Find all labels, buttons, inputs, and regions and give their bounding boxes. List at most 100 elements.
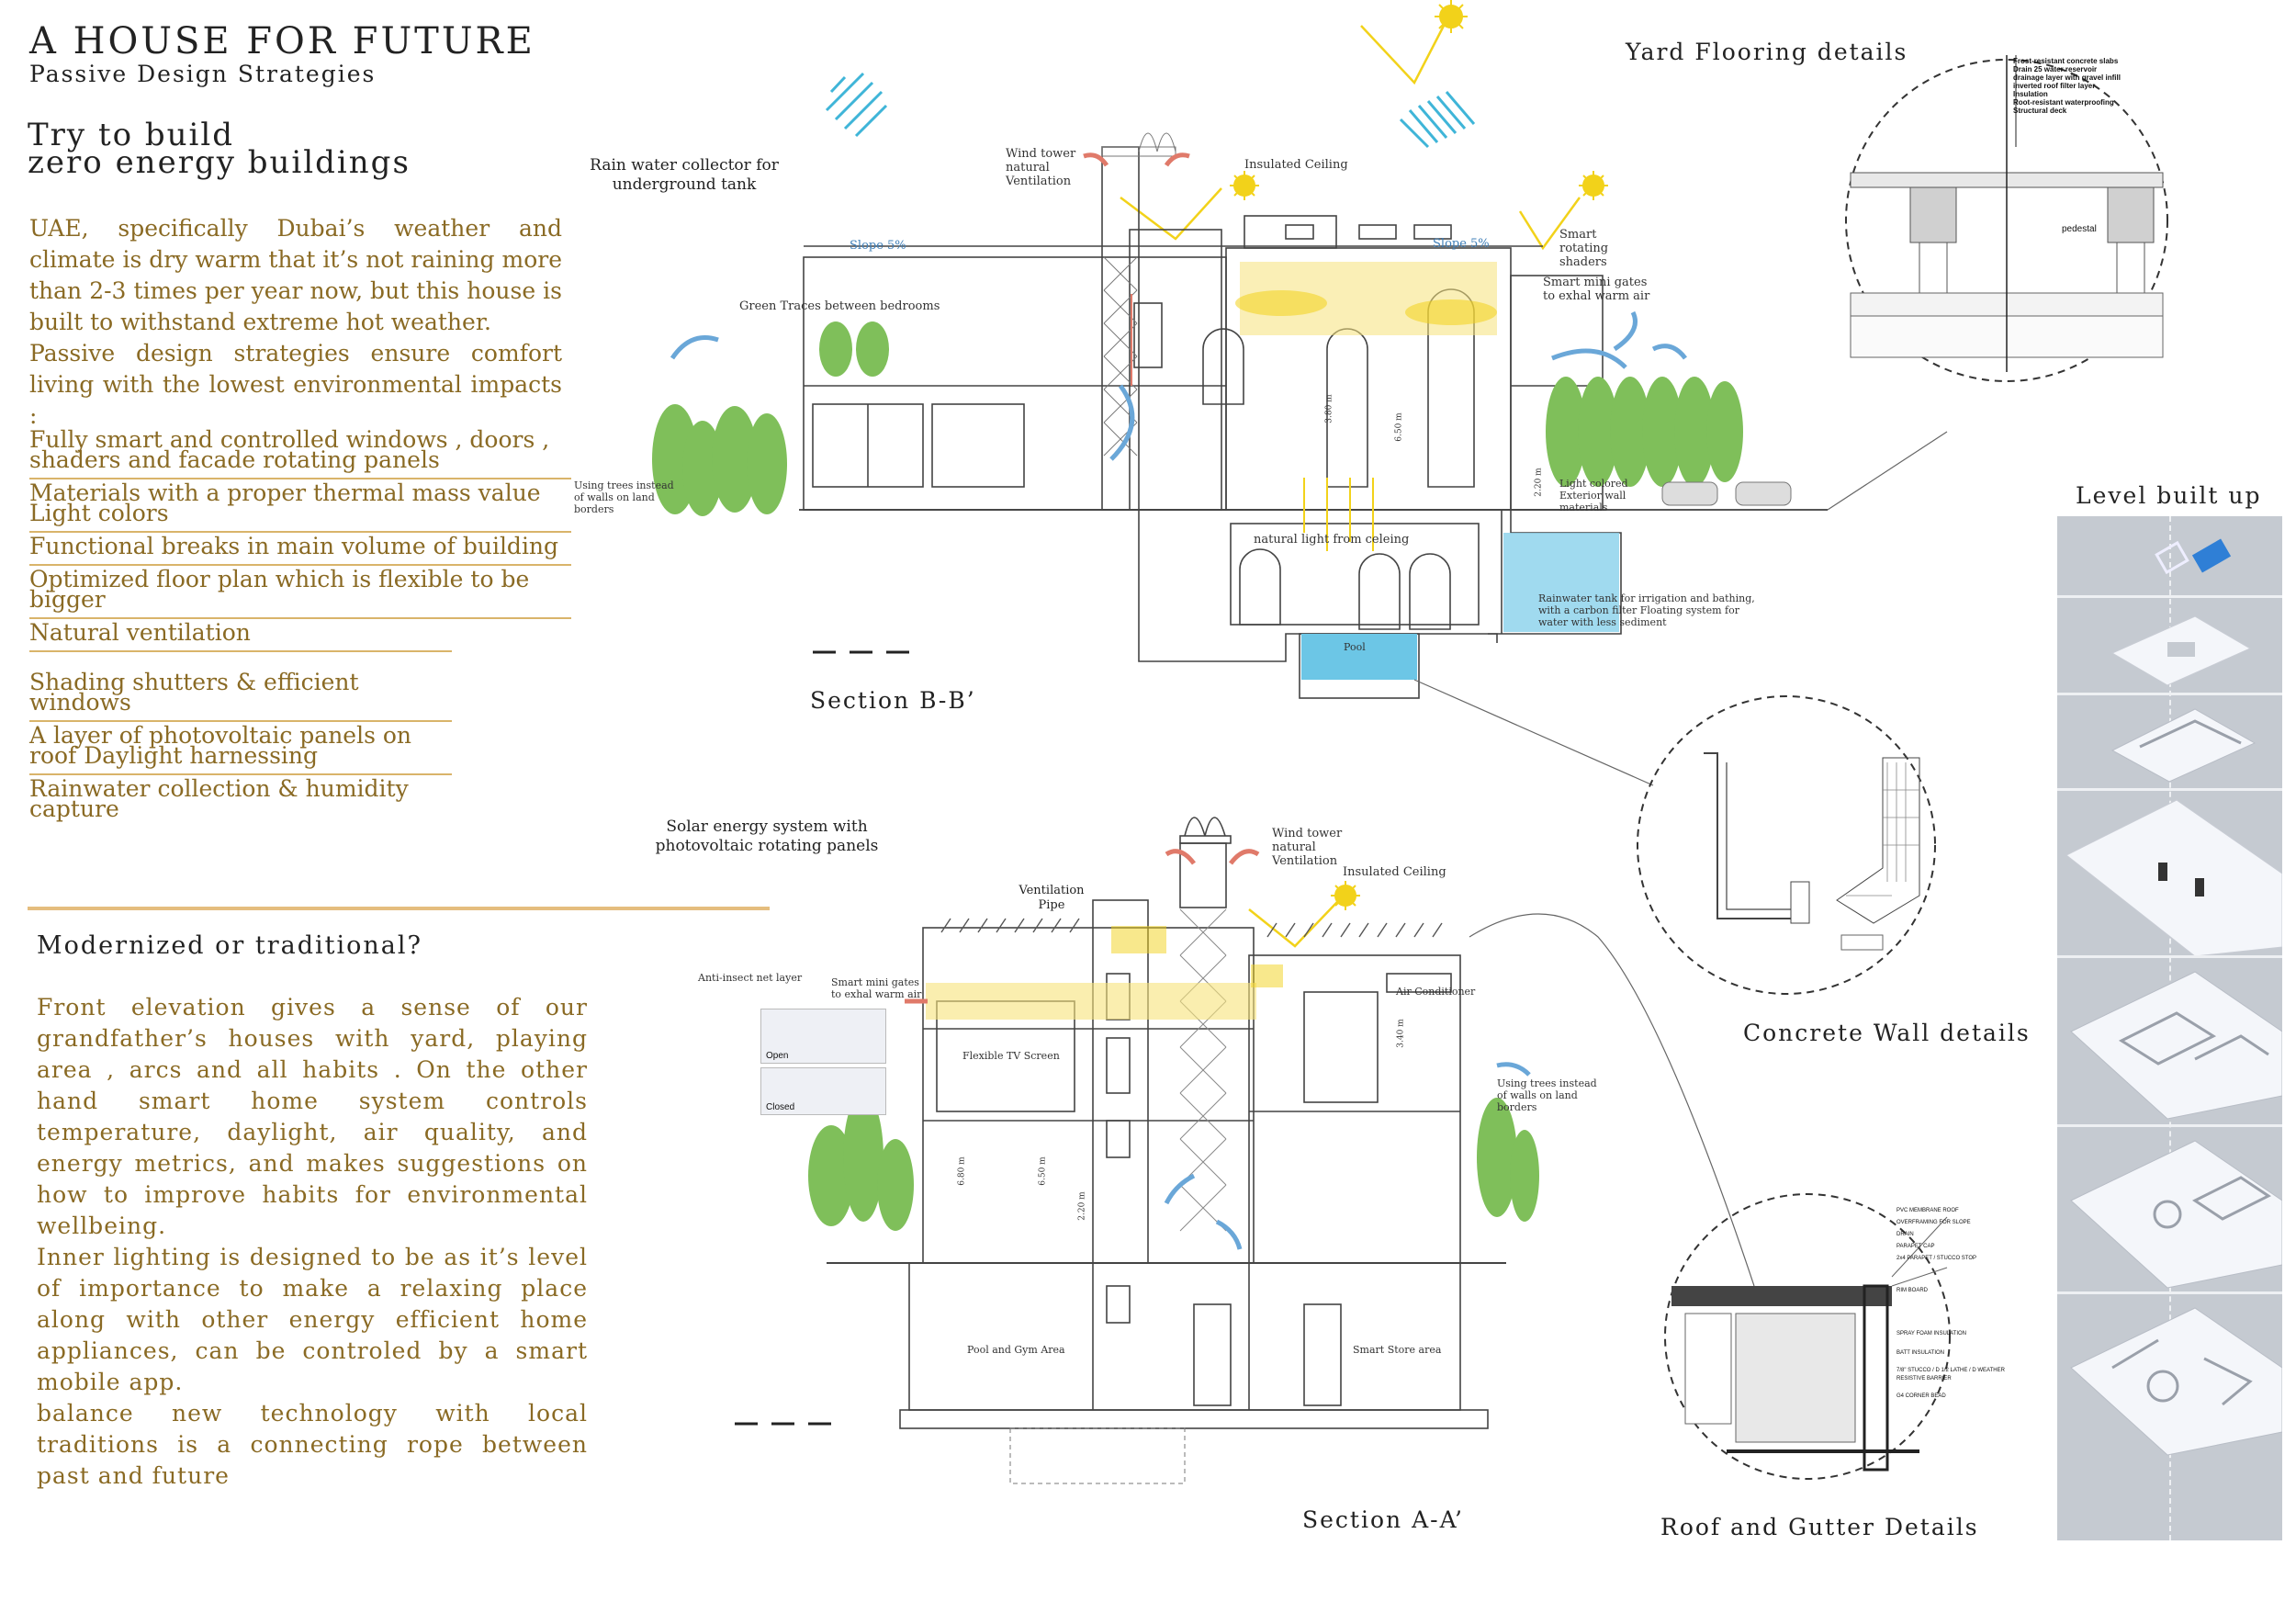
- essay-paragraph-1: Front elevation gives a sense of our gra…: [37, 994, 588, 1239]
- tree-icon: [808, 1093, 1539, 1231]
- roof-note: OVERFRAMING FOR SLOPE: [1896, 1220, 1971, 1225]
- rain-tank: [1503, 533, 1619, 632]
- yard-note: inverted roof filter layer: [2013, 82, 2096, 90]
- strategy-item: Natural ventilation: [29, 619, 452, 652]
- strategy-item: Optimized floor plan which is flexible t…: [29, 566, 571, 619]
- roof-note: 2x4 PARAPET / STUCCO STOP: [1896, 1256, 1977, 1261]
- strategy-item: Functional breaks in main volume of buil…: [29, 533, 571, 566]
- aa-mini-gates-label: Smart mini gates to exhal warm air: [831, 976, 922, 1000]
- headline: Try to build zero energy buildings: [28, 117, 411, 181]
- level-built-up-title: Level built up: [2076, 482, 2262, 509]
- level-step-6: [2057, 1124, 2283, 1292]
- roof-note: RIM BOARD: [1896, 1288, 1929, 1293]
- strategy-item: A layer of photovoltaic panels on roof D…: [29, 722, 452, 775]
- roof-note: PVC MEMBRANE ROOF: [1896, 1208, 1959, 1213]
- strategy-item: Materials with a proper thermal mass val…: [29, 479, 571, 533]
- roof-note: SPRAY FOAM INSULATION: [1896, 1331, 1967, 1336]
- sun-icon: [1230, 171, 1259, 200]
- yard-flooring-detail: [1845, 55, 2168, 382]
- pv-panel-icon: [940, 918, 1443, 938]
- yard-flooring-notes: Frost-resistant concrete slabs Drain 25 …: [2013, 57, 2151, 115]
- strategy-item: Fully smart and controlled windows , doo…: [29, 426, 571, 479]
- yard-note: Insulation: [2013, 90, 2048, 98]
- roof-note: 7/8" STUCCO / D 1/2 LATHE / D WEATHER RE…: [1896, 1368, 2005, 1382]
- aa-smart-store-label: Smart Store area: [1353, 1344, 1442, 1356]
- level-step-4: [2057, 788, 2283, 957]
- sun-icon: [1435, 0, 1468, 33]
- essay-paragraph-2: Inner lighting is designed to be as it’s…: [37, 1244, 588, 1395]
- shutter-closed-label: Closed: [766, 1102, 795, 1112]
- page-title: A HOUSE FOR FUTURE: [29, 20, 535, 62]
- aa-pool-gym-label: Pool and Gym Area: [967, 1344, 1065, 1356]
- sun-ray: [1248, 901, 1338, 948]
- section-aa-drawing: [735, 817, 1539, 1484]
- aa-ventilation-pipe-label: Ventilation Pipe: [1019, 884, 1085, 912]
- air-flow-arrow: [670, 152, 1687, 461]
- section-bb-drawing: [652, 0, 1828, 699]
- yard-note: Frost-resistant concrete slabs: [2013, 57, 2119, 65]
- question-heading: Modernized or traditional?: [37, 931, 423, 960]
- roof-note: BATT INSULATION: [1896, 1350, 1945, 1356]
- light-arrow: [1303, 478, 1374, 551]
- essay-paragraph-3: balance new technology with local tradit…: [37, 1400, 588, 1489]
- bb-rain-collector-label: Rain water collector for underground tan…: [590, 156, 779, 194]
- level-step-1: [2057, 516, 2282, 682]
- section-bb-title: Section B-B’: [810, 687, 976, 714]
- headline-line-1: Try to build: [28, 117, 235, 153]
- aa-insulated-ceiling-label: Insulated Ceiling: [1343, 865, 1446, 879]
- strategy-list: Fully smart and controlled windows , doo…: [29, 426, 571, 827]
- essay-text: Front elevation gives a sense of our gra…: [37, 992, 588, 1492]
- intro-paragraph-2: Passive design strategies ensure comfort…: [29, 340, 562, 429]
- strategy-item: Rainwater collection & humidity capture: [29, 775, 409, 822]
- bb-using-trees-label: Using trees instead of walls on land bor…: [574, 479, 674, 515]
- yard-pedestal-label: pedestal: [2062, 224, 2097, 234]
- sun-icon: [1331, 881, 1360, 910]
- section-divider: [28, 907, 770, 910]
- roof-gutter-title: Roof and Gutter Details: [1660, 1514, 1979, 1540]
- roof-gutter-detail: [1664, 1193, 1951, 1480]
- aa-tv-screen-label: Flexible TV Screen: [962, 1050, 1060, 1062]
- aa-solar-label: Solar energy system with photovoltaic ro…: [655, 818, 879, 855]
- yard-flooring-title: Yard Flooring details: [1626, 39, 1908, 65]
- bb-slope-right-label: Slope 5%: [1433, 237, 1490, 251]
- strategy-item: Shading shutters & efficient windows: [29, 669, 452, 722]
- shutter-closed-image: Closed: [760, 1067, 886, 1115]
- bb-mini-gates-label: Smart mini gates to exhal warm air: [1543, 276, 1650, 303]
- level-built-up-panel: [2057, 516, 2283, 1543]
- aa-using-trees-label: Using trees instead of walls on land bor…: [1497, 1077, 1597, 1113]
- yard-note: Root-resistant waterproofing: [2013, 98, 2114, 107]
- bb-green-traces-label: Green Traces between bedrooms: [739, 299, 940, 313]
- roof-gutter-notes: PVC MEMBRANE ROOF OVERFRAMING FOR SLOPE …: [1896, 1205, 2007, 1403]
- yard-note: Structural deck: [2013, 107, 2067, 115]
- headline-line-2: zero energy buildings: [28, 144, 411, 181]
- bb-smart-shaders-label: Smart rotating shaders: [1559, 228, 1609, 269]
- bb-slope-left-label: Slope 5%: [850, 239, 906, 253]
- page-subtitle: Passive Design Strategies: [29, 61, 377, 87]
- yard-note: Drain 25 water reservoir: [2013, 65, 2098, 73]
- level-step-2: [2057, 595, 2282, 694]
- bb-natural-light-label: natural light from celeing: [1254, 533, 1410, 547]
- bb-pool-label: Pool: [1344, 641, 1366, 653]
- level-step-7: [2057, 1291, 2283, 1543]
- air-flow-arrow: [905, 849, 1531, 1250]
- yard-note: drainage layer with gravel infill: [2013, 73, 2121, 82]
- aa-anti-insect-label: Anti-insect net layer: [698, 972, 803, 984]
- level-step-5: [2057, 955, 2283, 1125]
- level-step-3: [2057, 693, 2282, 787]
- pool: [1301, 634, 1417, 680]
- bb-rain-tank-label: Rainwater tank for irrigation and bathin…: [1538, 592, 1755, 628]
- aa-wind-tower-label: Wind tower natural Ventilation: [1272, 827, 1343, 868]
- sun-icon: [1579, 171, 1608, 200]
- rain-panel-icon: [825, 72, 1476, 149]
- concrete-wall-title: Concrete Wall details: [1743, 1020, 2031, 1046]
- bb-light-colored-label: Light colored Exterior wall materials: [1559, 478, 1628, 513]
- concrete-wall-detail: [1637, 695, 1936, 995]
- shutter-open-label: Open: [766, 1051, 789, 1061]
- car-icon: [1661, 481, 1792, 506]
- shutter-open-image: Open: [760, 1009, 886, 1064]
- bb-wind-tower-label: Wind tower natural Ventilation: [1006, 147, 1076, 188]
- intro-paragraph-1: UAE, specifically Dubai’s weather and cl…: [29, 215, 562, 335]
- section-aa-title: Section A-A’: [1302, 1506, 1464, 1533]
- roof-note: G4 CORNER BEAD: [1896, 1393, 1946, 1399]
